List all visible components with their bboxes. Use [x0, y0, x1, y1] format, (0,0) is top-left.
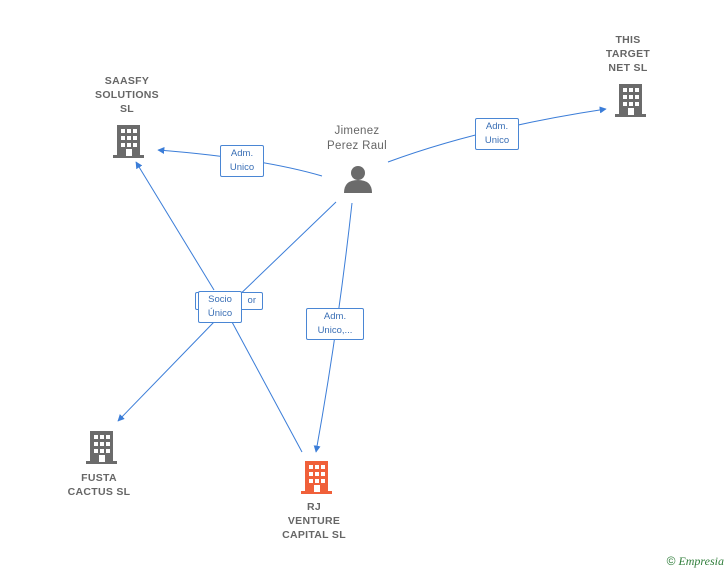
building-icon-fusta[interactable] [86, 431, 117, 464]
edge-hub-rj [231, 321, 303, 453]
watermark-logo: © Empresia [667, 554, 724, 569]
fusta-label[interactable]: FUSTA CACTUS SL [67, 472, 131, 498]
person-label[interactable]: Jimenez Perez Raul [327, 125, 387, 152]
person-icon[interactable] [344, 166, 372, 193]
edge-label-person-saasfy: Adm. Unico [220, 145, 264, 177]
saasfy-label[interactable]: SAASFY SOLUTIONS SL [95, 75, 159, 115]
edge-label-hub-front: Socio Único [198, 291, 242, 323]
building-icon-this-target[interactable] [615, 84, 646, 117]
brand-name: Empresia [678, 554, 724, 568]
edge-hub-saasfy [135, 161, 215, 291]
this-target-label[interactable]: THIS TARGET NET SL [605, 34, 651, 74]
edge-person-hub [231, 201, 337, 303]
rj-venture-label[interactable]: RJ VENTURE CAPITAL SL [282, 501, 346, 541]
edge-hub-fusta [117, 321, 215, 422]
edge-label-person-rj: Adm. Unico,... [306, 308, 364, 340]
copyright-icon: © [666, 554, 676, 568]
building-icon-rj-venture[interactable] [301, 461, 332, 494]
edge-label-person-target: Adm. Unico [475, 118, 519, 150]
building-icon-saasfy[interactable] [113, 125, 144, 158]
